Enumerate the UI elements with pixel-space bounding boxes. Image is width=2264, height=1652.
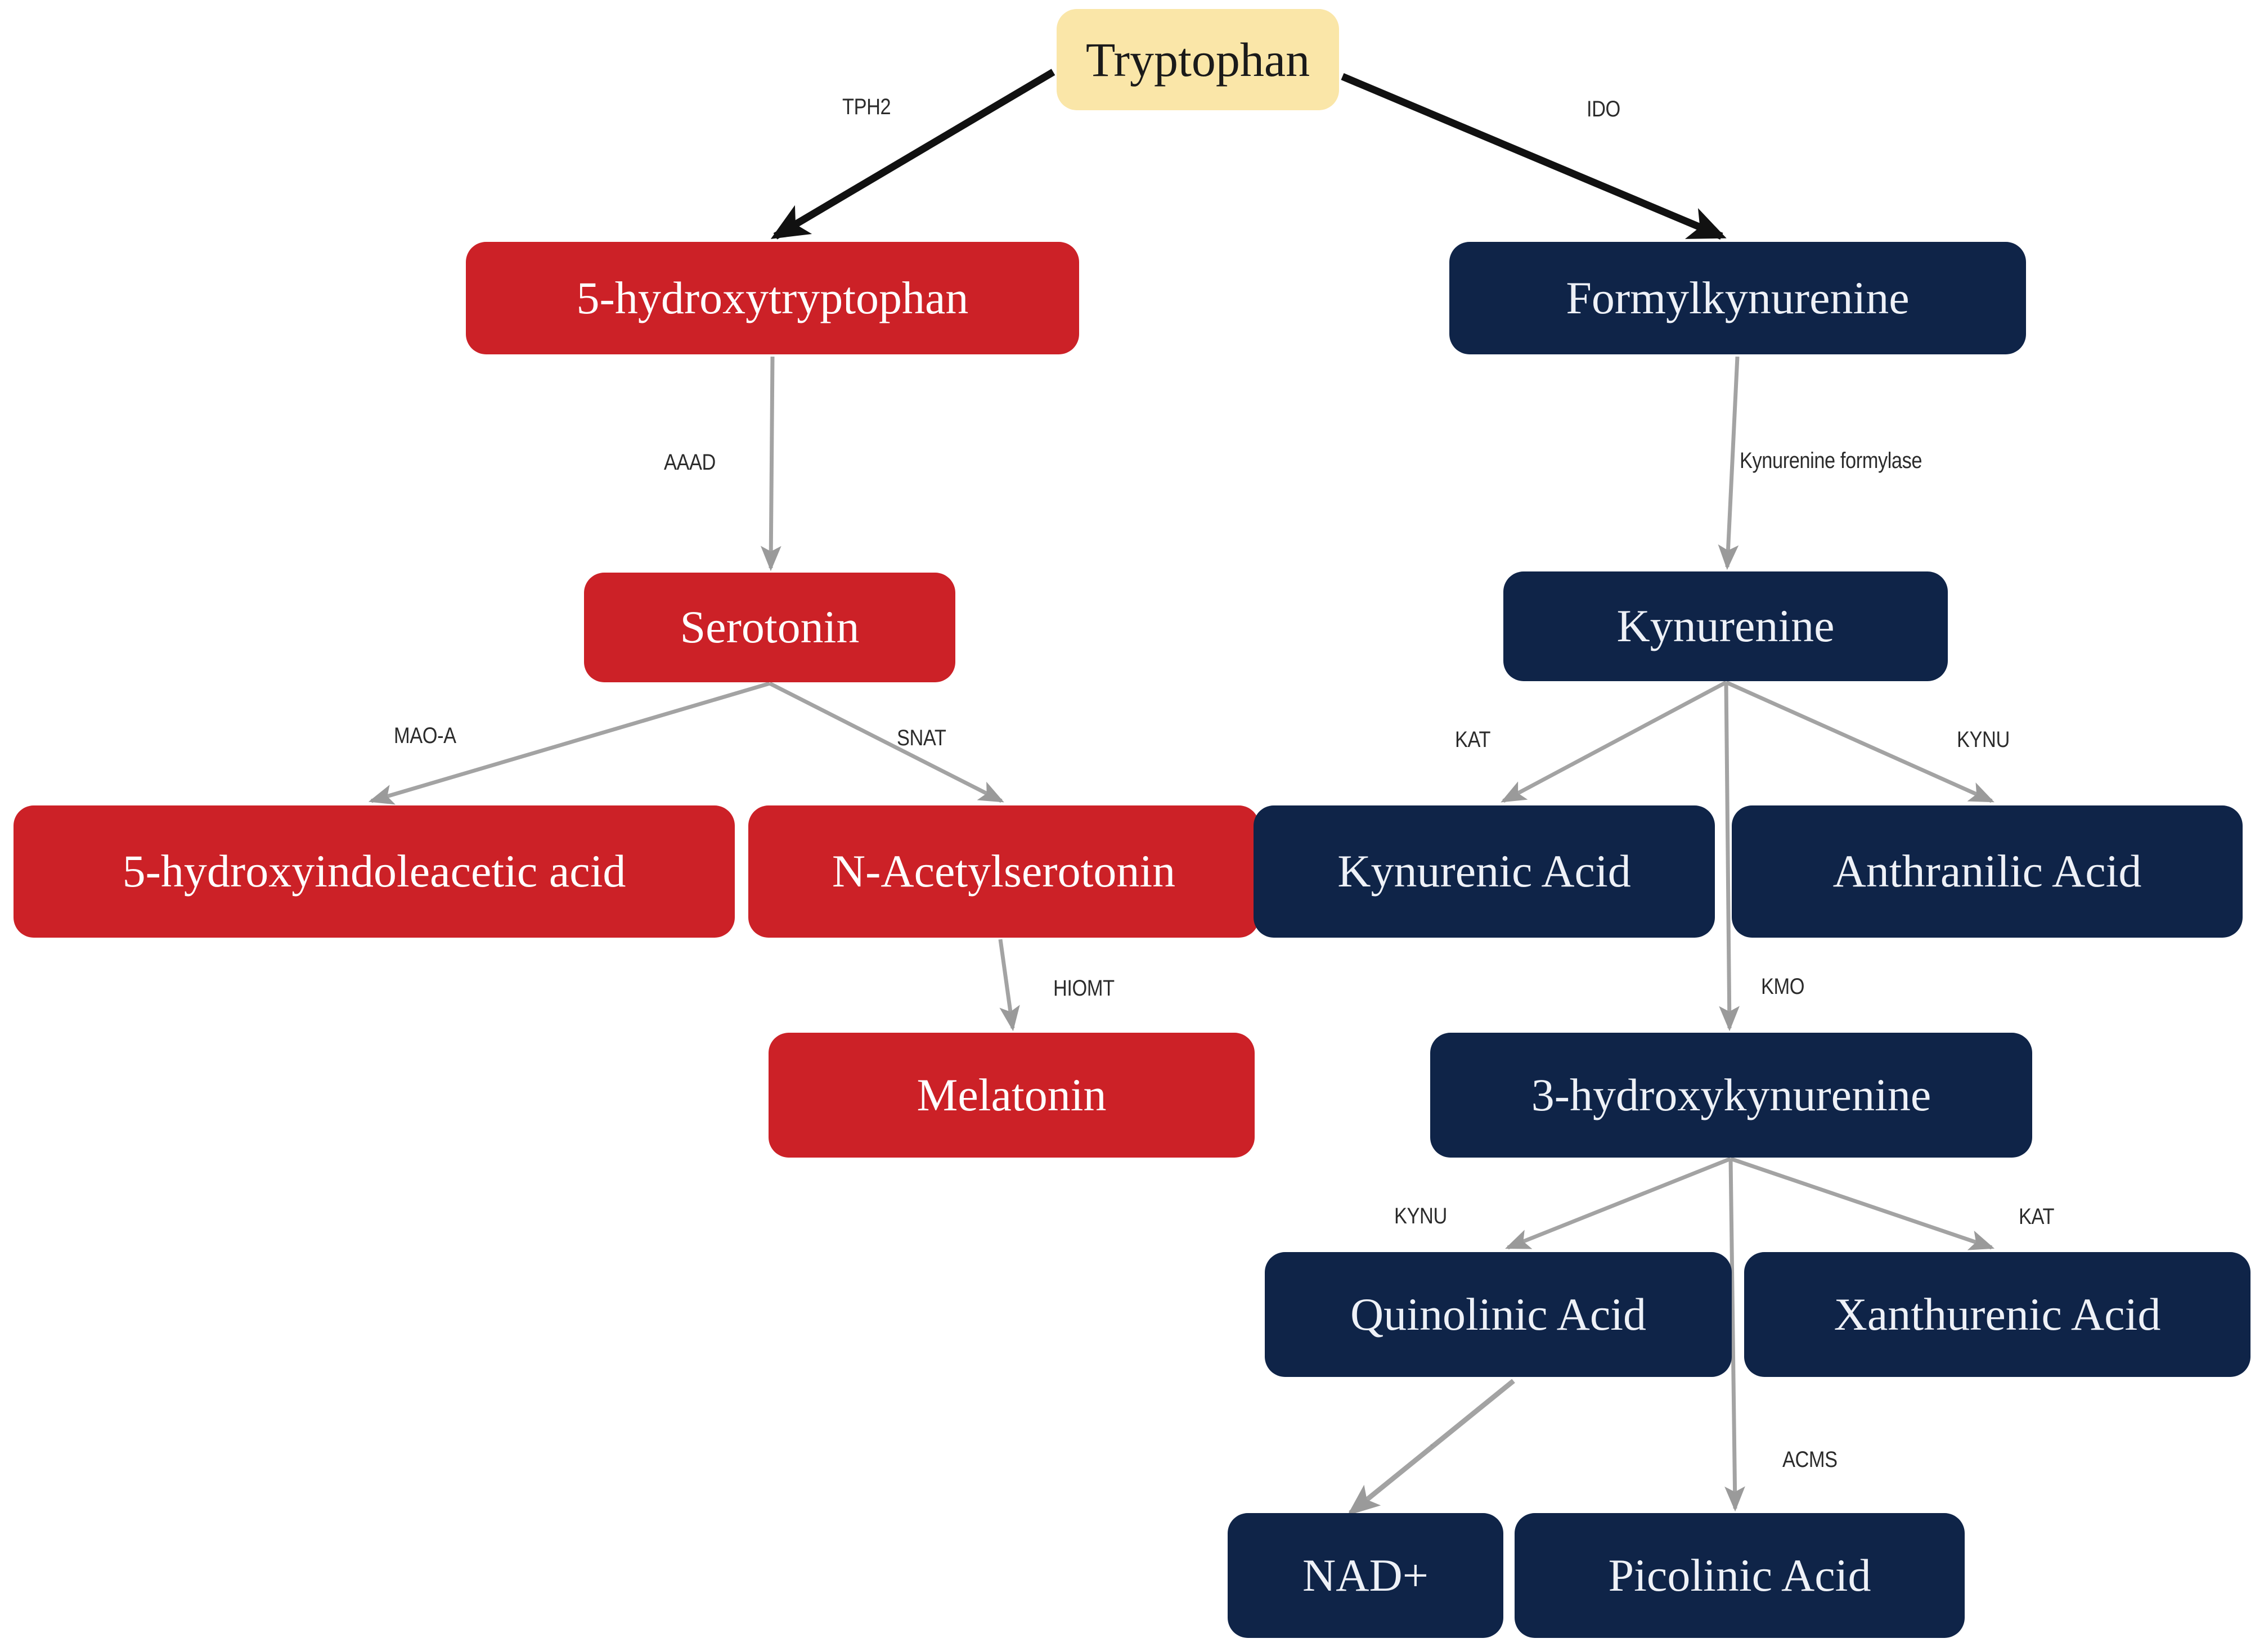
node-tryptophan[interactable]: Tryptophan (1057, 9, 1339, 110)
edge-label-kynurenine-formylase: Kynurenine formylase (1740, 448, 1922, 473)
node-label: Formylkynurenine (1566, 272, 1910, 323)
edge-label-aaad: AAAD (664, 450, 716, 475)
edge-label-tph2: TPH2 (842, 94, 891, 119)
edge-kynurenine-formylase (1718, 356, 1740, 570)
node-label: Kynurenic Acid (1337, 845, 1631, 897)
node-label: Quinolinic Acid (1350, 1288, 1647, 1340)
node-anthranilic-acid[interactable]: Anthranilic Acid (1732, 805, 2243, 938)
node-serotonin[interactable]: Serotonin (584, 573, 955, 682)
edge-quinolinic-to-nad (1347, 1379, 1515, 1516)
node-xanthurenic-acid[interactable]: Xanthurenic Acid (1744, 1252, 2250, 1377)
edge-kat-1 (1501, 680, 1727, 803)
node-label: NAD+ (1302, 1549, 1429, 1601)
edge-kynu-1 (1725, 680, 1995, 803)
node-kynurenine[interactable]: Kynurenine (1503, 571, 1948, 681)
edge-kynu-2 (1505, 1156, 1732, 1250)
node-3-hydroxykynurenine[interactable]: 3-hydroxykynurenine (1430, 1033, 2032, 1158)
edge-kat-2 (1730, 1156, 1995, 1250)
edge-kmo (1719, 682, 1740, 1032)
node-5-hydroxytryptophan[interactable]: 5-hydroxytryptophan (466, 242, 1079, 354)
edge-label-kynu-2: KYNU (1394, 1204, 1447, 1228)
node-label: 5-hydroxyindoleacetic acid (122, 845, 626, 897)
edge-label-hiomt: HIOMT (1053, 976, 1115, 1001)
node-kynurenic-acid[interactable]: Kynurenic Acid (1254, 805, 1715, 938)
node-picolinic-acid[interactable]: Picolinic Acid (1515, 1513, 1965, 1638)
edge-label-kat-2: KAT (2019, 1204, 2055, 1229)
edge-aaad (760, 356, 781, 571)
edge-label-ido: IDO (1587, 97, 1620, 121)
node-5-hydroxyindoleacetic-acid[interactable]: 5-hydroxyindoleacetic acid (14, 805, 735, 938)
node-nad-plus[interactable]: NAD+ (1228, 1513, 1503, 1638)
node-label: Kynurenine (1616, 600, 1835, 652)
node-label: Serotonin (680, 601, 860, 653)
node-formylkynurenine[interactable]: Formylkynurenine (1449, 242, 2026, 354)
node-label: Melatonin (917, 1069, 1107, 1120)
edge-label-mao-a: MAO-A (394, 723, 456, 748)
node-label: Xanthurenic Acid (1834, 1288, 2161, 1340)
node-label: N-Acetylserotonin (832, 845, 1176, 897)
edge-label-kat-1: KAT (1455, 727, 1491, 752)
edge-ido (1341, 73, 1727, 240)
node-label: Anthranilic Acid (1832, 845, 2142, 897)
node-n-acetylserotonin[interactable]: N-Acetylserotonin (748, 805, 1259, 938)
edge-hiomt (998, 939, 1020, 1032)
edge-label-kynu-1: KYNU (1957, 727, 2010, 752)
node-melatonin[interactable]: Melatonin (769, 1033, 1255, 1158)
edge-tph2 (770, 69, 1055, 240)
edge-snat (769, 681, 1004, 803)
edge-quinolinic-to-nad-midhead (1433, 1442, 1438, 1446)
edge-label-snat: SNAT (897, 726, 946, 750)
node-quinolinic-acid[interactable]: Quinolinic Acid (1265, 1252, 1732, 1377)
node-label: 3-hydroxykynurenine (1531, 1069, 1931, 1120)
node-label: 5-hydroxytryptophan (576, 272, 969, 323)
edge-label-kmo: KMO (1761, 974, 1805, 999)
edge-label-acms: ACMS (1782, 1447, 1838, 1472)
node-label: Picolinic Acid (1608, 1549, 1871, 1601)
node-label: Tryptophan (1085, 32, 1310, 87)
